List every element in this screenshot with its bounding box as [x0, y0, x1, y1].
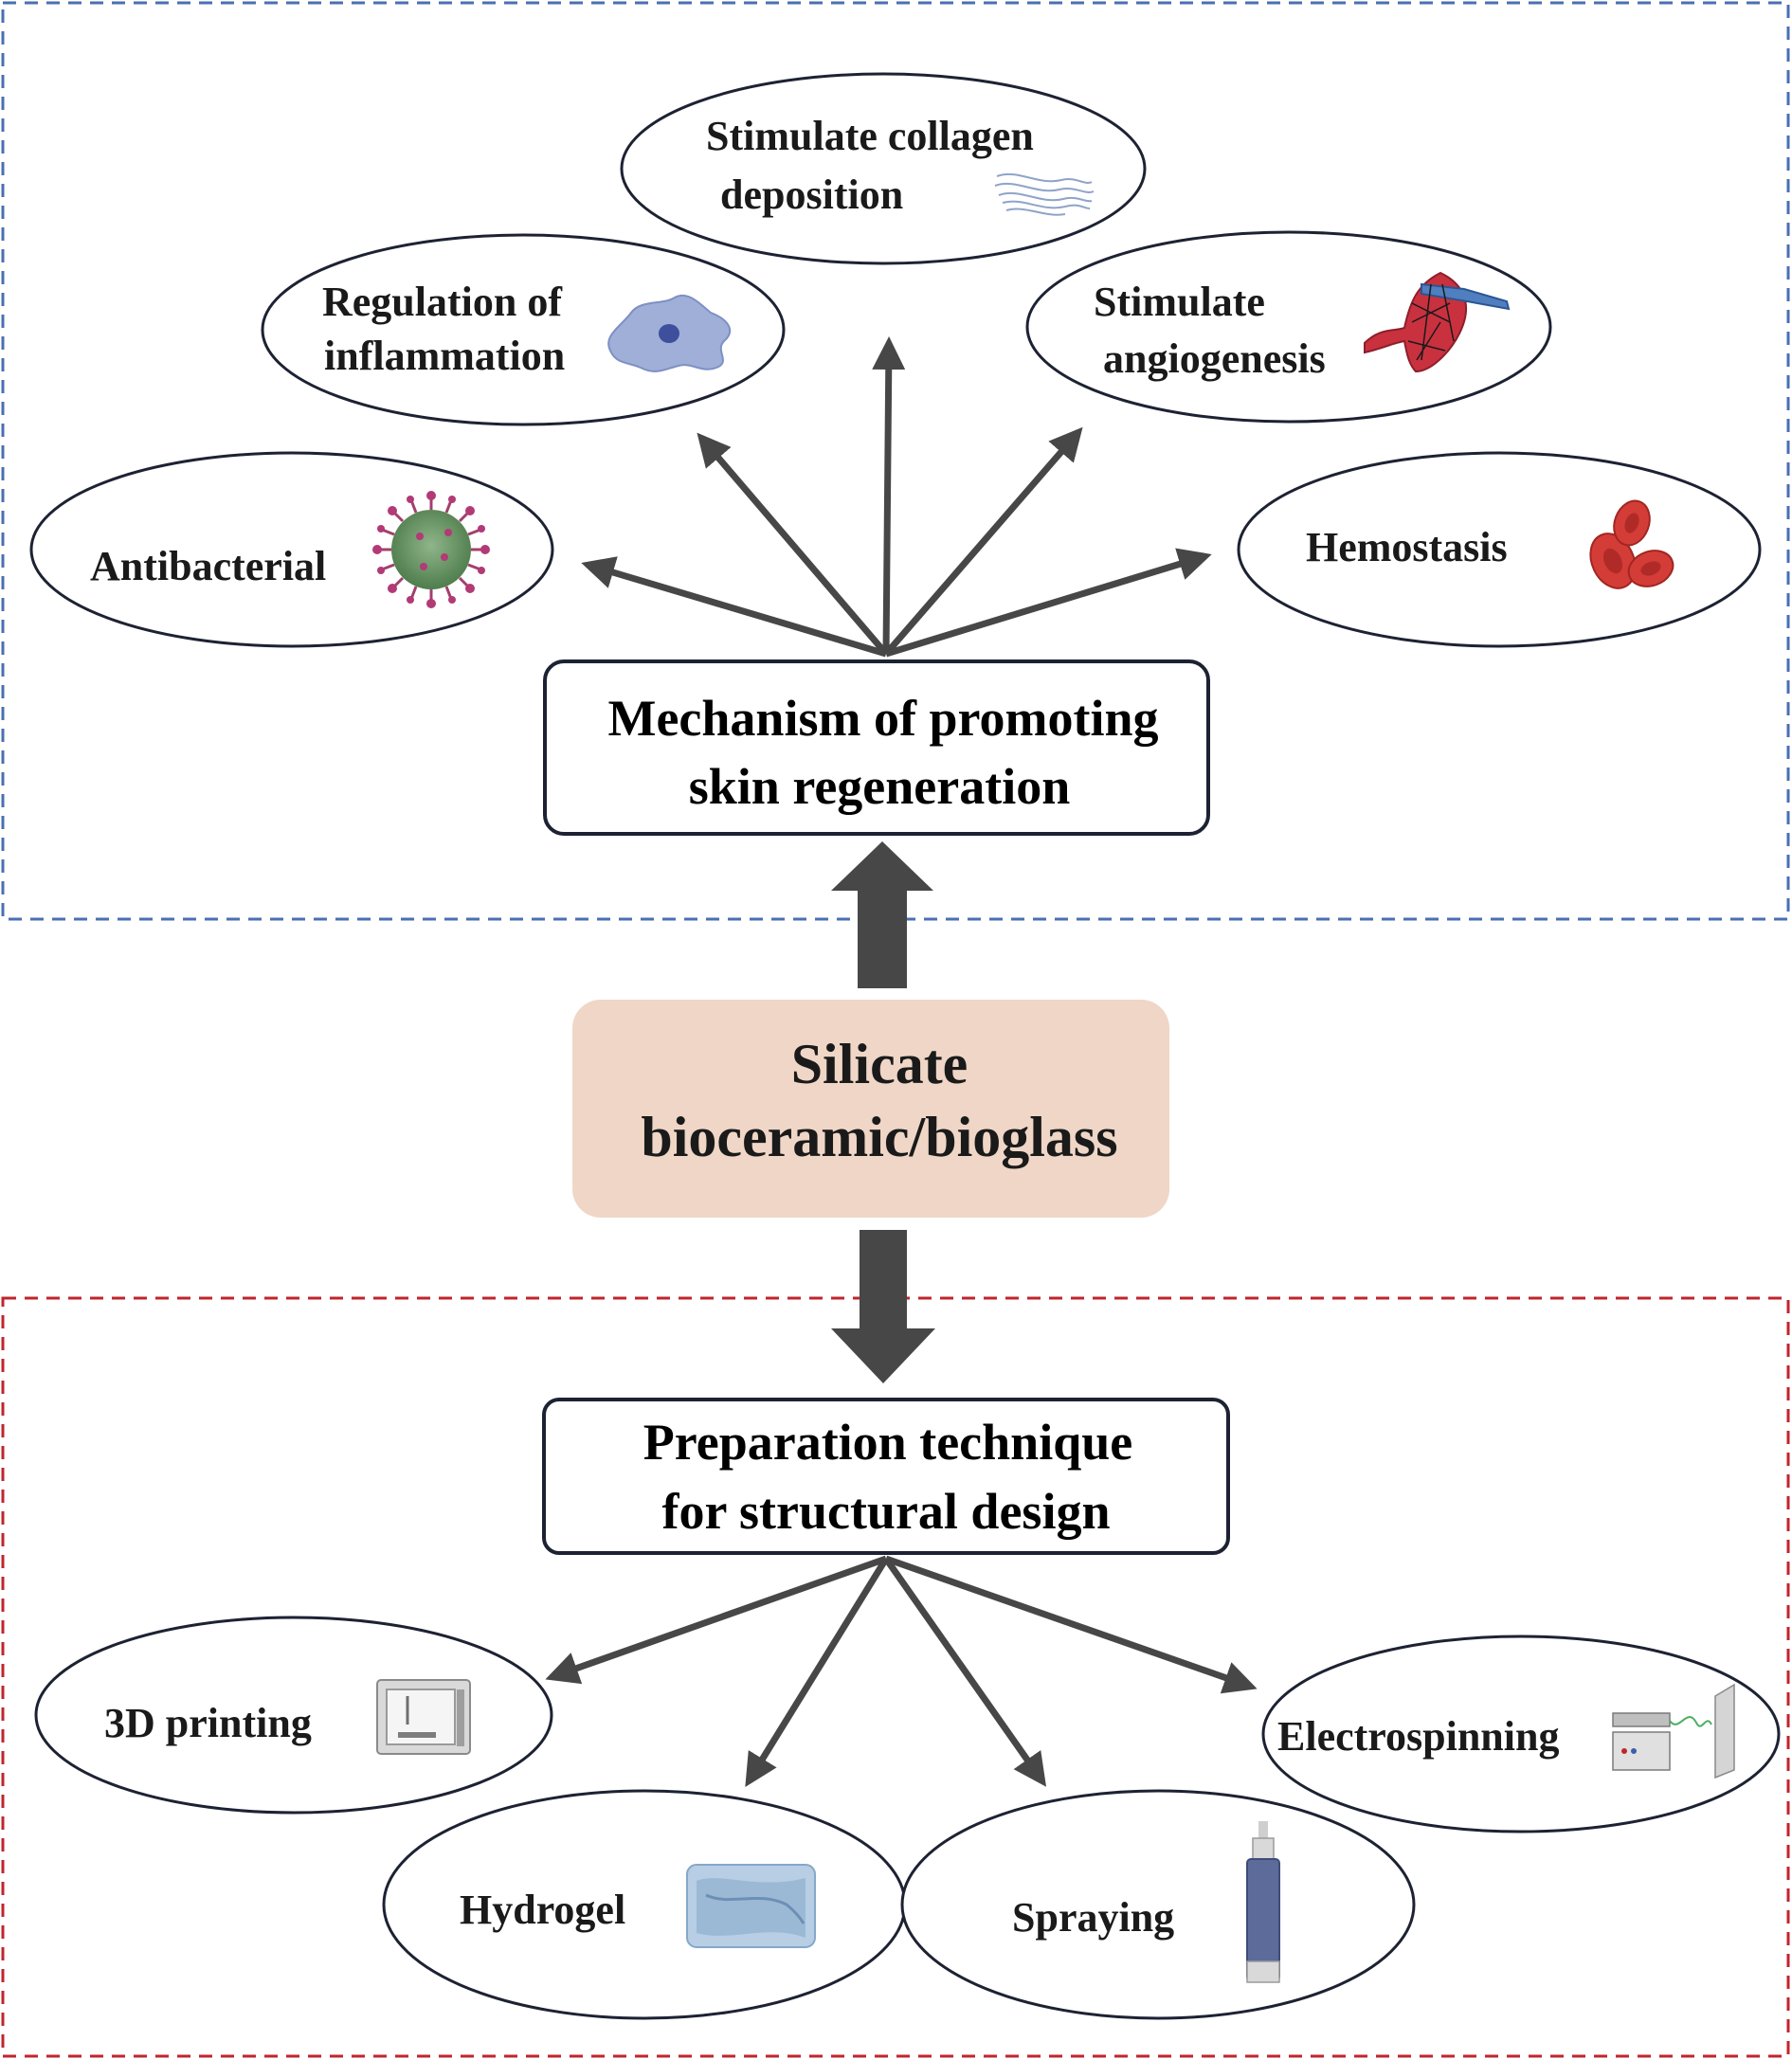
- silicate-line1: Silicate: [791, 1033, 968, 1095]
- antibacterial-label: Antibacterial: [90, 543, 326, 589]
- silicate-line2: bioceramic/bioglass: [641, 1106, 1117, 1168]
- electrospinning-label: Electrospinning: [1277, 1713, 1559, 1760]
- antibacterial-node: Antibacterial: [29, 451, 554, 648]
- preparation-frame: [1, 1296, 1790, 2058]
- spraying-node: Spraying: [900, 1789, 1416, 2020]
- 3d-printing-label: 3D printing: [104, 1700, 312, 1746]
- blood-vessel-icon: [1364, 271, 1511, 373]
- inflammation-label-line2: inflammation: [324, 333, 565, 379]
- collagen-node: Stimulate collagen deposition: [620, 72, 1147, 265]
- preparation-box: Preparation technique for structural des…: [542, 1398, 1230, 1555]
- preparation-arrows: [545, 1555, 1258, 1787]
- hydrogel-icon: [686, 1864, 816, 1948]
- mechanism-title-line2: skin regeneration: [689, 758, 1071, 815]
- virus-icon: [372, 491, 490, 608]
- center-to-mechanism-arrow: [831, 841, 933, 988]
- angiogenesis-label-line2: angiogenesis: [1103, 335, 1326, 382]
- hydrogel-label: Hydrogel: [460, 1887, 625, 1933]
- inflammation-label-line1: Regulation of: [322, 279, 563, 325]
- silicate-box: Silicate bioceramic/bioglass: [572, 1000, 1169, 1218]
- hemostasis-label: Hemostasis: [1306, 524, 1508, 570]
- preparation-title-line1: Preparation technique: [643, 1414, 1132, 1471]
- electrospinning-node: Electrospinning: [1261, 1635, 1781, 1833]
- spray-bottle-icon: [1246, 1821, 1280, 1983]
- mechanism-title-line1: Mechanism of promoting: [608, 690, 1159, 747]
- collagen-label-line2: deposition: [720, 172, 903, 218]
- spraying-label: Spraying: [1012, 1894, 1174, 1941]
- collagen-fiber-icon: [994, 172, 1095, 216]
- 3d-printer-icon: [376, 1679, 471, 1755]
- preparation-title-line2: for structural design: [662, 1483, 1111, 1540]
- center-to-preparation-arrow: [831, 1230, 935, 1383]
- electrospinning-device-icon: [1612, 1683, 1735, 1779]
- angiogenesis-label-line1: Stimulate: [1094, 279, 1265, 325]
- collagen-label-line1: Stimulate collagen: [706, 113, 1034, 159]
- hemostasis-node: Hemostasis: [1237, 451, 1762, 648]
- mechanism-box: Mechanism of promoting skin regeneration: [543, 659, 1210, 836]
- hydrogel-node: Hydrogel: [382, 1789, 907, 2020]
- inflammation-node: Regulation of inflammation: [261, 233, 786, 426]
- angiogenesis-node: Stimulate angiogenesis: [1025, 230, 1552, 424]
- red-blood-cell-icon: [1589, 499, 1674, 589]
- 3d-printing-node: 3D printing: [34, 1616, 553, 1815]
- immune-cell-icon: [607, 295, 731, 372]
- mechanism-arrows: [581, 336, 1212, 658]
